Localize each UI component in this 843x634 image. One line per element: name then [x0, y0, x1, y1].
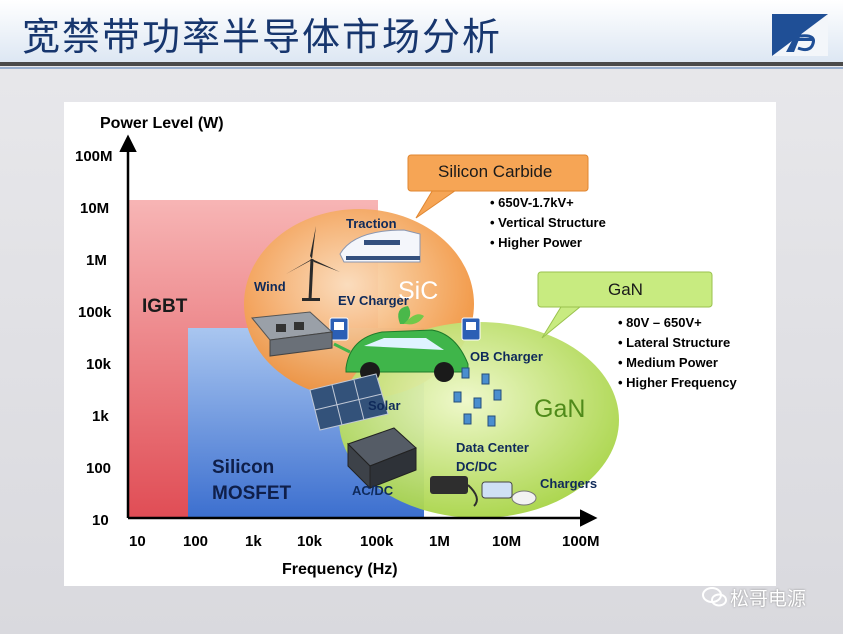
server-board-icon [251, 311, 334, 357]
x-tick-label: 100 [183, 533, 209, 550]
gan-bullet-text: Medium Power [626, 355, 718, 370]
gan-bullet: • Medium Power [618, 355, 718, 370]
title-divider [0, 62, 843, 66]
wechat-icon [702, 587, 727, 607]
y-tick-label: 100 [86, 460, 112, 477]
sic-bullet-text: 650V-1.7kV+ [498, 195, 574, 210]
igbt-label: IGBT [142, 296, 188, 317]
phone-icon [481, 481, 513, 499]
y-axis-label: Power Level (W) [100, 115, 224, 132]
ob-charger-station-icon [461, 317, 481, 341]
x-tick-label: 10 [129, 533, 146, 550]
mosfet-label-line2: MOSFET [212, 483, 292, 504]
ev-charger-station-icon [329, 317, 349, 341]
sic-bullet: • Higher Power [490, 235, 582, 250]
power-frequency-diagram [119, 134, 713, 527]
x-tick-label: 10M [492, 533, 522, 550]
gan-bullet-text: Higher Frequency [626, 375, 737, 390]
company-logo-icon [772, 14, 828, 56]
mosfet-label-line1: Silicon [212, 457, 275, 478]
electric-car-icon [333, 306, 469, 382]
gan-callout-title: GaN [608, 280, 643, 299]
gan-bullet-text: Lateral Structure [626, 335, 731, 350]
train-icon [339, 229, 421, 263]
sic-callout-pointer [415, 187, 461, 219]
data-center-label: Data Center [456, 440, 529, 455]
gan-bullet: • Lateral Structure [618, 335, 731, 350]
y-tick-label: 100M [75, 148, 113, 165]
x-axis-label: Frequency (Hz) [282, 561, 398, 578]
y-tick-label: 100k [78, 304, 112, 321]
solar-panel-icon [309, 373, 389, 431]
diagram-panel: Power Level (W) Frequency (Hz) 100M 10M … [64, 102, 776, 586]
gan-label: GaN [534, 395, 586, 423]
sic-bullet-text: Higher Power [498, 235, 582, 250]
title-bar: 宽禁带功率半导体市场分析 [0, 0, 843, 62]
gan-bullet: • 80V – 650V+ [618, 315, 702, 330]
y-tick-label: 10 [92, 512, 109, 529]
gan-bullet-text: 80V – 650V+ [626, 315, 702, 330]
wind-label: Wind [254, 279, 286, 294]
sic-bullet: • 650V-1.7kV+ [490, 195, 574, 210]
sic-callout-box [407, 154, 589, 192]
x-tick-label: 10k [297, 533, 323, 550]
dc-dc-label: DC/DC [456, 459, 498, 474]
gan-callout-box [537, 271, 713, 308]
power-supply-icon [347, 427, 417, 490]
traction-label: Traction [346, 216, 397, 231]
x-tick-label: 1k [245, 533, 262, 550]
sic-label: SiC [398, 277, 439, 305]
y-tick-label: 10k [86, 356, 112, 373]
y-tick-label: 1M [86, 252, 107, 269]
y-tick-label: 10M [80, 200, 110, 217]
title-divider-accent [0, 67, 843, 69]
x-tick-label: 1M [429, 533, 450, 550]
wall-charger-icon [511, 490, 537, 506]
sic-bullet-text: Vertical Structure [498, 215, 606, 230]
x-tick-label: 100k [360, 533, 394, 550]
x-tick-label: 100M [562, 533, 600, 550]
sic-callout-title: Silicon Carbide [438, 162, 553, 181]
ac-dc-label: AC/DC [352, 483, 394, 498]
laptop-charger-icon [430, 476, 478, 507]
page-title: 宽禁带功率半导体市场分析 [22, 15, 503, 59]
ob-charger-label: OB Charger [470, 349, 543, 364]
solar-label: Solar [368, 398, 401, 413]
watermark-text: 松哥电源 [730, 588, 807, 610]
y-tick-label: 1k [92, 408, 109, 425]
gan-bullet: • Higher Frequency [618, 375, 737, 390]
wind-turbine-icon [286, 226, 340, 301]
sic-bullet: • Vertical Structure [490, 215, 606, 230]
ev-charger-label: EV Charger [338, 293, 409, 308]
data-center-icon [453, 367, 502, 427]
chargers-label: Chargers [540, 476, 598, 491]
